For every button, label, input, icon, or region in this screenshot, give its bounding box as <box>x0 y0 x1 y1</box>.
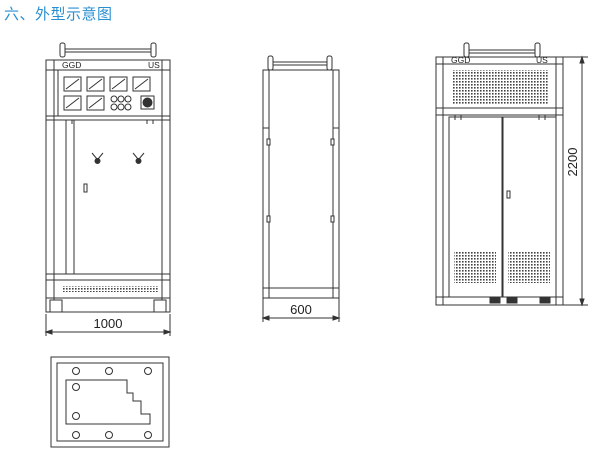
rear-label-us: US <box>536 55 548 65</box>
front-label-us: US <box>148 60 160 70</box>
base-outer-frame <box>50 356 170 448</box>
side-width-dimension <box>261 298 341 322</box>
front-indicator-lights <box>110 95 132 111</box>
base-mounting-holes <box>72 367 152 439</box>
side-width-label: 600 <box>290 302 312 317</box>
base-plan-view <box>50 356 170 448</box>
front-view <box>44 42 172 336</box>
front-rotary-switches <box>91 152 145 164</box>
front-door <box>73 119 163 275</box>
rear-height-dimension <box>563 55 588 307</box>
front-meters <box>63 76 151 111</box>
rear-top-vent <box>452 70 548 104</box>
front-emergency-stop <box>140 95 155 110</box>
rear-label-ggd: GGD <box>451 55 470 65</box>
front-width-dimension <box>44 314 172 336</box>
front-vent-strip <box>62 286 158 292</box>
front-width-label: 1000 <box>94 316 123 331</box>
rear-view <box>435 42 588 307</box>
front-lifting-bar <box>59 42 157 58</box>
rear-height-label: 2200 <box>565 148 580 177</box>
side-outer-frame <box>262 69 340 299</box>
rear-bottom-vent-right <box>508 251 550 283</box>
side-view <box>261 55 341 322</box>
side-lifting-bar <box>267 55 333 71</box>
front-label-ggd: GGD <box>62 60 81 70</box>
rear-lifting-bar <box>463 42 541 58</box>
rear-bottom-vent-left <box>454 251 496 283</box>
page-title: 六、外型示意图 <box>4 5 113 23</box>
base-cable-opening <box>65 379 151 425</box>
